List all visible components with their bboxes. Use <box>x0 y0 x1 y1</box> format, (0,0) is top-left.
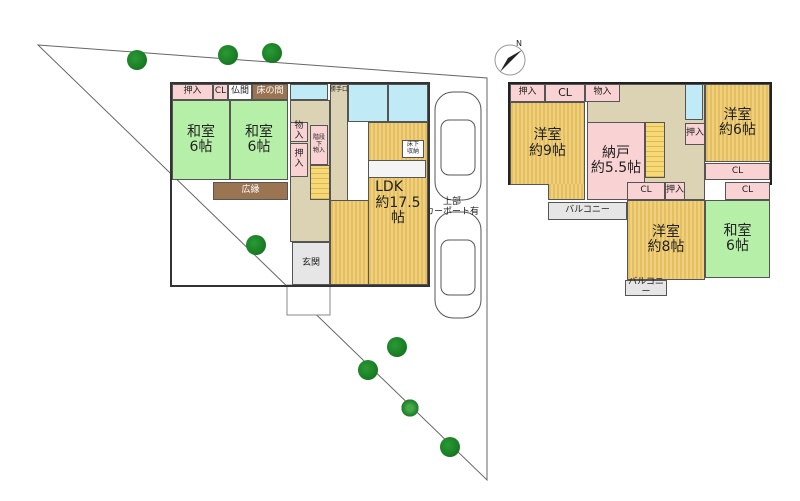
room-genkan: 玄関 <box>292 242 330 285</box>
room-washitsu-2: 和室 6帖 <box>230 100 288 180</box>
room-closet: CL <box>545 84 585 102</box>
room-oshiire: 押入 <box>290 143 308 177</box>
room-closet: CL <box>627 182 665 200</box>
tree-icon <box>440 437 460 457</box>
toilet <box>290 84 328 100</box>
room-yoshitsu-6: 洋室 約6帖 <box>705 84 770 162</box>
room-closet: CL <box>213 84 228 100</box>
tree-icon <box>246 235 266 255</box>
room-closet: CL <box>705 163 770 180</box>
room-kaidanshita: 階段下 物入 <box>310 125 328 165</box>
room-monoire: 物入 <box>585 84 620 102</box>
compass-label: N <box>516 39 522 48</box>
room-oshiire: 押入 <box>172 84 213 100</box>
room-oshiire: 押入 <box>685 123 705 145</box>
room-oshiire: 押入 <box>665 182 685 200</box>
room-butsuma: 仏間 <box>228 84 252 100</box>
room-yoshitsu-9: 洋室 約9帖 <box>510 102 585 185</box>
room-yoshitsu-9-ext <box>548 184 585 200</box>
room-hiroen: 広縁 <box>213 182 288 200</box>
room-tokonoma: 床の間 <box>252 84 288 100</box>
bathroom <box>388 84 428 122</box>
tree-icon <box>358 360 378 380</box>
toilet <box>685 84 703 120</box>
tree-icon <box>387 337 407 357</box>
room-yukashita: 床下 収納 <box>402 140 424 158</box>
floor2-outline <box>508 82 772 185</box>
room-oshiire: 押入 <box>510 84 545 102</box>
label-katteguchi: 勝手口 <box>330 86 349 93</box>
kitchen-counter <box>368 160 426 178</box>
room-nando: 納戸 約5.5帖 <box>587 122 645 200</box>
stairs <box>310 165 330 200</box>
tree-icon <box>262 43 282 63</box>
balcony: バルコニー <box>548 202 627 220</box>
palm-tree-icon <box>400 398 420 418</box>
ldk-extension <box>330 200 370 285</box>
compass-icon <box>494 44 526 76</box>
carport-label: 上部 カーポート有 <box>425 197 480 217</box>
tree-icon <box>218 45 238 65</box>
balcony: バルコニー <box>625 277 667 297</box>
floor1-outline <box>170 82 430 287</box>
room-yoshitsu-8: 洋室 約8帖 <box>627 200 705 280</box>
room-closet: CL <box>725 182 770 200</box>
porch <box>286 284 331 316</box>
room-washitsu: 和室 6帖 <box>705 200 770 278</box>
tree-icon <box>127 50 147 70</box>
stairs <box>645 122 665 178</box>
room-monoire: 物入 <box>290 121 308 142</box>
washroom <box>348 84 388 122</box>
room-washitsu-1: 和室 6帖 <box>172 100 230 180</box>
car-icon <box>434 91 482 319</box>
